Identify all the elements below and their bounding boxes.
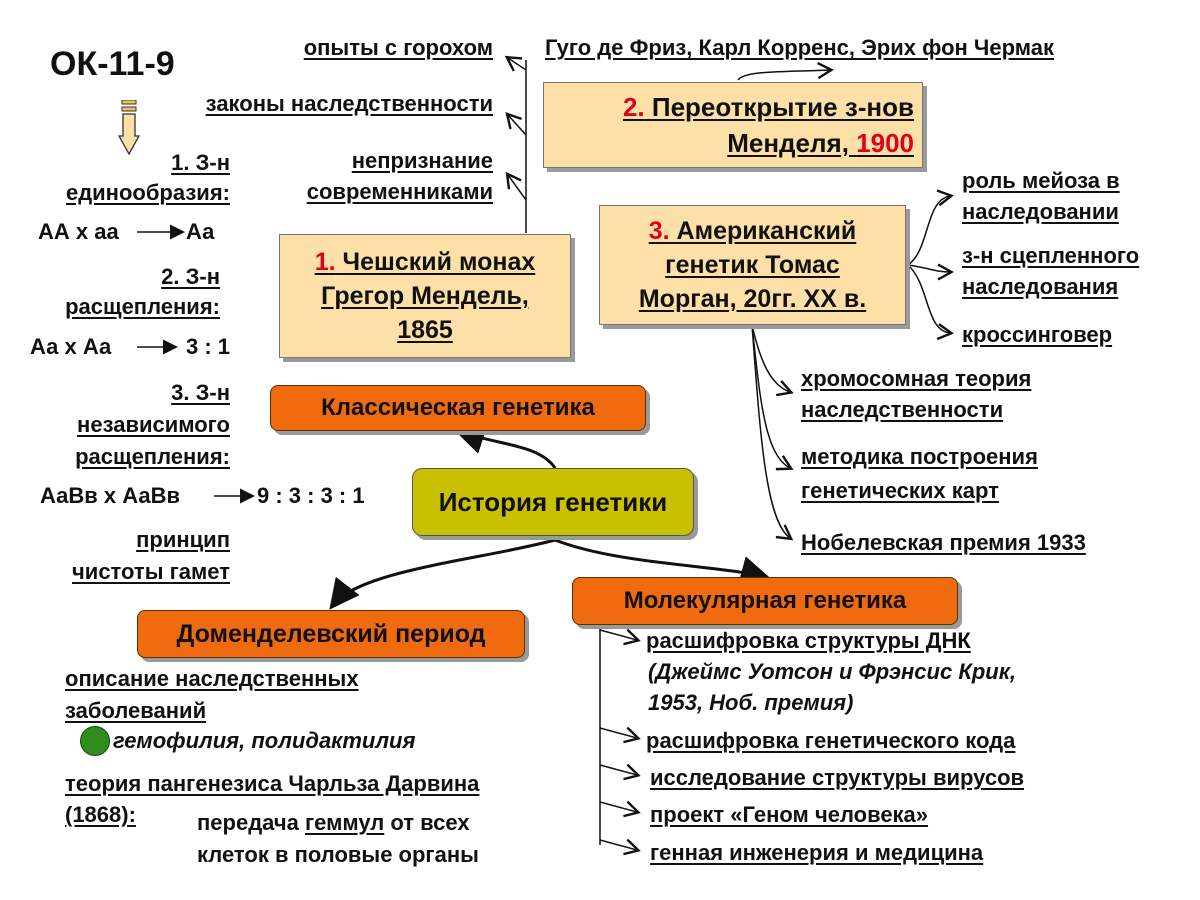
premendel-desc-1: описание наследственных bbox=[65, 666, 359, 691]
morgan-maps-1: методика построения bbox=[801, 444, 1038, 469]
morgan-num: 3. bbox=[648, 217, 670, 245]
morgan-box: 3. Американский генетик Томас Морган, 20… bbox=[599, 205, 906, 325]
green-dot-icon bbox=[80, 726, 110, 756]
result3: 9 : 3 : 3 : 1 bbox=[257, 483, 365, 508]
molecular-genome: проект «Геном человека» bbox=[650, 802, 929, 827]
premendel-box: Доменделевский период bbox=[137, 610, 525, 658]
rediscovery-year: 1900 bbox=[856, 128, 914, 158]
molecular-genetics-box: Молекулярная генетика bbox=[572, 577, 958, 625]
principle-2: чистоты гамет bbox=[72, 559, 230, 584]
law2-title-2: расщепления: bbox=[65, 294, 220, 319]
doc-code: ОК-11-9 bbox=[50, 45, 175, 83]
cross2: Аа х Аа bbox=[30, 334, 112, 359]
molecular-engineering: генная инженерия и медицина bbox=[650, 840, 984, 865]
mendel-box: 1. Чешский монах Грегор Мендель, 1865 bbox=[279, 234, 571, 358]
law1-title-1: 1. З-н bbox=[171, 150, 230, 175]
classic-genetics-box: Классическая генетика bbox=[270, 385, 646, 431]
law2-title-1: 2. З-н bbox=[161, 264, 220, 289]
premendel-examples: гемофилия, полидактилия bbox=[113, 728, 416, 753]
result1: Аа bbox=[186, 219, 215, 244]
morgan-line3: Морган, 20гг. XX в. bbox=[638, 285, 867, 313]
down-arrow-icon bbox=[118, 100, 140, 156]
mendel-line3: 1865 bbox=[397, 316, 453, 344]
morgan-meiosis-1: роль мейоза в bbox=[962, 168, 1120, 193]
rediscovery-box: 2. Переоткрытие з-нов Менделя, 1900 bbox=[543, 82, 923, 168]
principle-1: принцип bbox=[136, 527, 230, 552]
morgan-chromosome-2: наследственности bbox=[801, 397, 1004, 422]
transfer-text-a: передача bbox=[197, 810, 305, 835]
morgan-linkage-2: наследования bbox=[962, 274, 1119, 299]
center-history-box: История генетики bbox=[412, 468, 694, 536]
result2: 3 : 1 bbox=[186, 334, 231, 359]
morgan-linkage-1: з-н сцепленного bbox=[962, 243, 1140, 268]
cross3: АаВв х АаВв bbox=[40, 483, 181, 508]
rediscovery-line1: Переоткрытие з-нов bbox=[651, 92, 914, 122]
premendel-transfer-1: передача геммул от всех bbox=[197, 808, 470, 838]
mendel-num: 1. bbox=[314, 248, 336, 276]
morgan-line2: генетик Томас bbox=[665, 251, 840, 279]
law3-title-2: независимого bbox=[77, 412, 230, 437]
mendel-point-laws: законы наследственности bbox=[205, 91, 493, 116]
molecular-viruses: исследование структуры вирусов bbox=[650, 765, 1025, 790]
rediscoverers-names: Гуго де Фриз, Карл Корренс, Эрих фон Чер… bbox=[545, 35, 1054, 60]
molecular-dna-1: расшифровка структуры ДНК bbox=[646, 628, 971, 653]
rediscovery-num: 2. bbox=[622, 92, 645, 122]
transfer-gemmules: геммул bbox=[304, 810, 385, 835]
morgan-meiosis-2: наследовании bbox=[962, 199, 1119, 224]
rediscovery-line2: Менделя, bbox=[727, 128, 857, 158]
mendel-point-peas: опыты с горохом bbox=[303, 35, 493, 60]
premendel-theory-1: теория пангенезиса Чарльза Дарвина bbox=[65, 771, 480, 796]
morgan-nobel: Нобелевская премия 1933 bbox=[801, 530, 1086, 555]
premendel-transfer-2: клеток в половые органы bbox=[197, 842, 479, 867]
morgan-crossingover: кроссинговер bbox=[962, 322, 1113, 347]
cross1: АА х аа bbox=[38, 219, 119, 244]
premendel-desc-2: заболеваний bbox=[65, 698, 207, 723]
law1-title-2: единообразия: bbox=[65, 180, 230, 205]
molecular-dna-3: 1953, Ноб. премия) bbox=[648, 690, 854, 715]
morgan-maps-2: генетических карт bbox=[801, 478, 999, 503]
molecular-dna-2: (Джеймс Уотсон и Фрэнсис Крик, bbox=[648, 659, 1016, 684]
transfer-text-c: от всех bbox=[384, 810, 470, 835]
mendel-point-nonrecognition-1: непризнание bbox=[351, 148, 493, 173]
morgan-chromosome-1: хромосомная теория bbox=[801, 366, 1032, 391]
mendel-line2: Грегор Мендель, bbox=[321, 282, 529, 310]
mendel-line1: Чешский монах bbox=[342, 248, 536, 276]
morgan-line1: Американский bbox=[676, 217, 857, 245]
law3-title-3: расщепления: bbox=[75, 444, 230, 469]
mendel-point-nonrecognition-2: современниками bbox=[306, 179, 493, 204]
law3-title-1: 3. З-н bbox=[171, 380, 230, 405]
molecular-code: расшифровка генетического кода bbox=[646, 728, 1016, 753]
premendel-theory-2: (1868): bbox=[65, 802, 136, 827]
